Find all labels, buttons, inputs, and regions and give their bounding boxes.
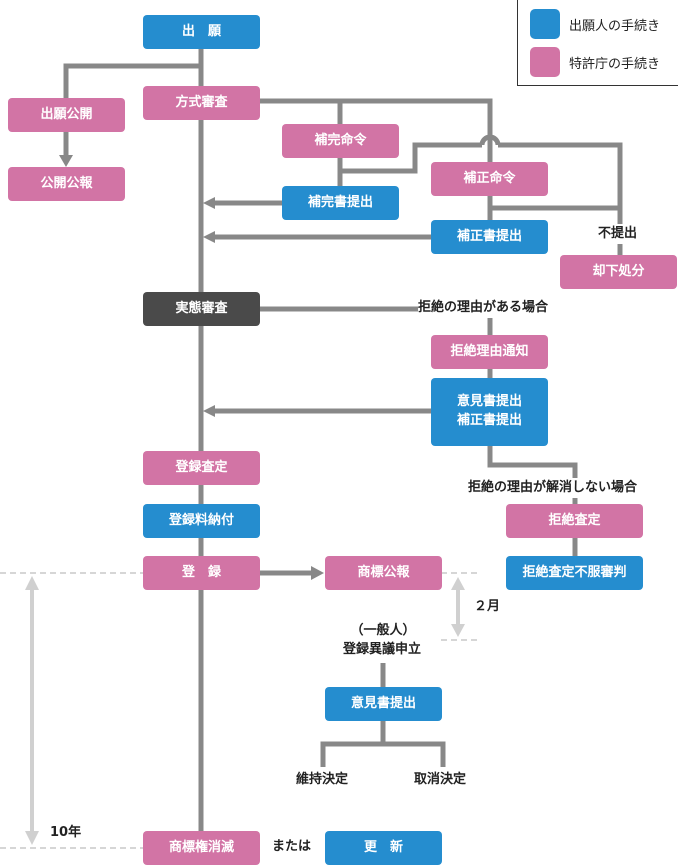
legend-label: 出願人の手続き [569,18,661,34]
node-dismissal: 却下処分 [560,255,677,289]
node-registration: 登 録 [143,556,260,590]
label-not-submitted: 不提出 [598,226,638,241]
label-if-not-resolved: 拒絶の理由が解消しない場合 [468,479,638,498]
node-refusal-decision: 拒絶査定 [506,504,643,538]
line-formality-right [259,98,493,128]
label-or: または [272,839,312,854]
node-publication-gazette: 公開公報 [8,167,125,201]
node-renewal: 更 新 [325,831,442,865]
node-appeal: 拒絶査定不服審判 [506,556,643,590]
legend-swatch-blue [530,9,560,39]
node-formality-exam: 方式審査 [143,86,260,120]
arrowhead-opinion [203,405,215,417]
label-if-refusal-reason: 拒絶の理由がある場合 [418,299,549,318]
node-registration-decision: 登録査定 [143,451,260,485]
node-opinion-line: 意見書提出 [456,394,522,410]
label-opposition-note: （一般人） [350,623,416,638]
node-amendment-submission: 補正書提出 [431,220,548,254]
label-opposition: 登録異議申立 [343,642,422,657]
label-ten-years: 10年 [50,825,82,840]
node-completion-order: 補完命令 [282,124,399,158]
line-to-publication [63,63,201,98]
node-registration-fee: 登録料納付 [143,504,260,538]
legend-item-applicant: 出願人の手続き [530,9,660,39]
legend-label: 特許庁の手続き [569,56,661,72]
node-trademark-gazette: 商標公報 [325,556,442,590]
node-opinion-amendment: 意見書提出 補正書提出 [431,378,548,446]
node-trademark-extinction: 商標権消滅 [143,831,260,865]
node-publication-of-application: 出願公開 [8,98,125,132]
legend: 出願人の手続き 特許庁の手続き [517,0,678,86]
arrowhead [59,155,73,167]
legend-item-office: 特許庁の手続き [530,47,660,77]
node-refusal-notice: 拒絶理由通知 [431,335,548,369]
node-opinion-submission: 意見書提出 [325,687,442,721]
node-amendment-line: 補正書提出 [456,413,522,428]
arrowhead-completion [203,197,215,209]
arrowhead-gazette [311,566,324,580]
arrowhead-amendment [203,231,215,243]
label-cancel-decision: 取消決定 [414,772,467,787]
node-application: 出 願 [143,15,260,49]
node-amendment-order: 補正命令 [431,162,548,196]
legend-swatch-pink [530,47,560,77]
node-substantive-exam: 実態審査 [143,292,260,326]
label-maintain-decision: 維持決定 [296,772,349,787]
node-completion-submission: 補完書提出 [282,186,399,220]
label-two-months: ２月 [474,599,501,614]
